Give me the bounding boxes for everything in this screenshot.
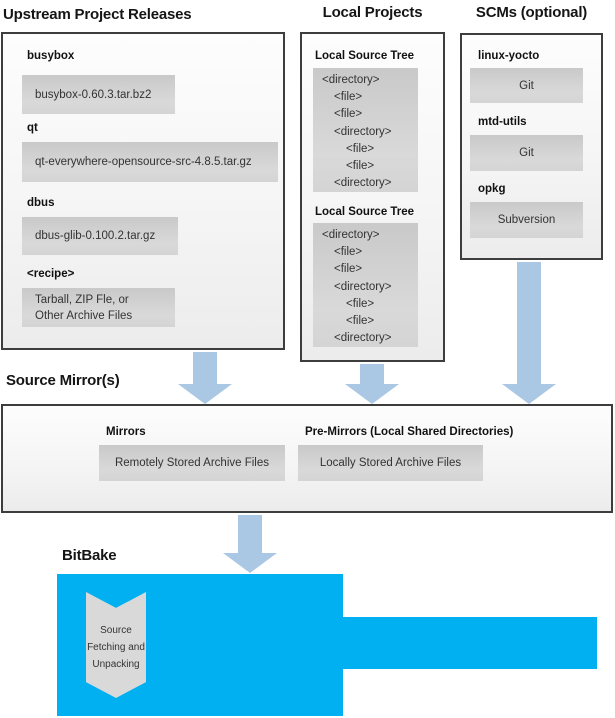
upstream-item-label: dbus: [27, 197, 55, 209]
tree-entry: <file>: [334, 263, 363, 276]
upstream-item-label: busybox: [27, 50, 75, 62]
local-source-tree-label: Local Source Tree: [315, 50, 415, 62]
arrow-head: [502, 384, 556, 404]
scms-heading: SCMs (optional): [475, 4, 588, 21]
tree-entry: <directory>: [322, 229, 380, 241]
local-source-tree-listing: <directory> <file> <file> <directory> <f…: [313, 223, 418, 347]
tree-entry: <file>: [346, 160, 375, 173]
tree-entry: <file>: [346, 297, 375, 310]
scm-item-label: mtd-utils: [478, 116, 527, 128]
premirrors-value: Locally Stored Archive Files: [319, 457, 462, 469]
archive-filename: qt-everywhere-opensource-src-4.8.5.tar.g…: [35, 156, 252, 168]
tree-entry: <file>: [334, 108, 363, 121]
arrow-head: [223, 553, 277, 573]
tree-entry: <file>: [334, 91, 363, 104]
tree-entry: <directory>: [322, 74, 380, 86]
upstream-item-archive: dbus-glib-0.100.2.tar.gz: [22, 217, 178, 255]
arrow-shaft: [360, 364, 384, 384]
tree-entry: <file>: [346, 315, 375, 328]
upstream-item-label: <recipe>: [27, 268, 75, 280]
upstream-item-label: qt: [27, 122, 38, 134]
premirrors-value-box: Locally Stored Archive Files: [298, 445, 483, 481]
flow-arrow-down-icon: [178, 352, 232, 404]
source-fetching-unpacking-label: Source Fetching and Unpacking: [87, 624, 145, 670]
upstream-item-archive: qt-everywhere-opensource-src-4.8.5.tar.g…: [22, 142, 278, 182]
tree-entry: <directory>: [334, 280, 392, 293]
arrow-head: [345, 384, 399, 404]
local-source-tree-label: Local Source Tree: [315, 206, 415, 218]
upstream-item-archive: Tarball, ZIP Fle, or Other Archive Files: [22, 288, 175, 327]
mirrors-label: Mirrors: [106, 426, 146, 438]
scm-type: Git: [519, 147, 534, 159]
upstream-releases-heading: Upstream Project Releases: [3, 6, 192, 23]
source-mirrors-heading: Source Mirror(s): [6, 372, 120, 389]
upstream-item-archive: busybox-0.60.3.tar.bz2: [22, 75, 175, 114]
arrow-shaft: [517, 262, 541, 384]
local-source-tree-listing: <directory> <file> <file> <directory> <f…: [313, 68, 418, 192]
tree-entry: <directory>: [334, 332, 392, 345]
archive-filename: busybox-0.60.3.tar.bz2: [35, 88, 152, 101]
arrow-shaft: [193, 352, 217, 384]
tree-entry: <directory>: [334, 177, 392, 190]
arrow-head: [178, 384, 232, 404]
source-fetching-unpacking-shape: Source Fetching and Unpacking: [86, 592, 146, 698]
scm-item-label: linux-yocto: [478, 50, 540, 62]
scm-type: Git: [519, 79, 534, 92]
arrow-shaft: [238, 515, 262, 553]
scm-type-box: Git: [470, 135, 583, 171]
premirrors-label: Pre-Mirrors (Local Shared Directories): [305, 426, 514, 438]
mirrors-value-box: Remotely Stored Archive Files: [99, 445, 285, 481]
archive-filename: Tarball, ZIP Fle, or Other Archive Files: [35, 293, 133, 322]
bitbake-heading: BitBake: [62, 547, 117, 564]
tree-entry: <directory>: [334, 125, 392, 138]
local-projects-heading: Local Projects: [322, 4, 423, 21]
scm-type: Subversion: [497, 214, 556, 226]
tree-entry: <file>: [346, 142, 375, 155]
scm-type-box: Subversion: [470, 202, 583, 238]
scm-type-box: Git: [470, 68, 583, 103]
flow-arrow-down-icon: [345, 364, 399, 404]
mirrors-value: Remotely Stored Archive Files: [114, 457, 270, 469]
flow-arrow-down-icon: [223, 515, 277, 573]
bitbake-block-extension: [343, 617, 597, 669]
tree-entry: <file>: [334, 246, 363, 259]
archive-filename: dbus-glib-0.100.2.tar.gz: [35, 230, 156, 242]
flow-arrow-down-icon: [502, 262, 556, 404]
scm-item-label: opkg: [478, 183, 506, 195]
